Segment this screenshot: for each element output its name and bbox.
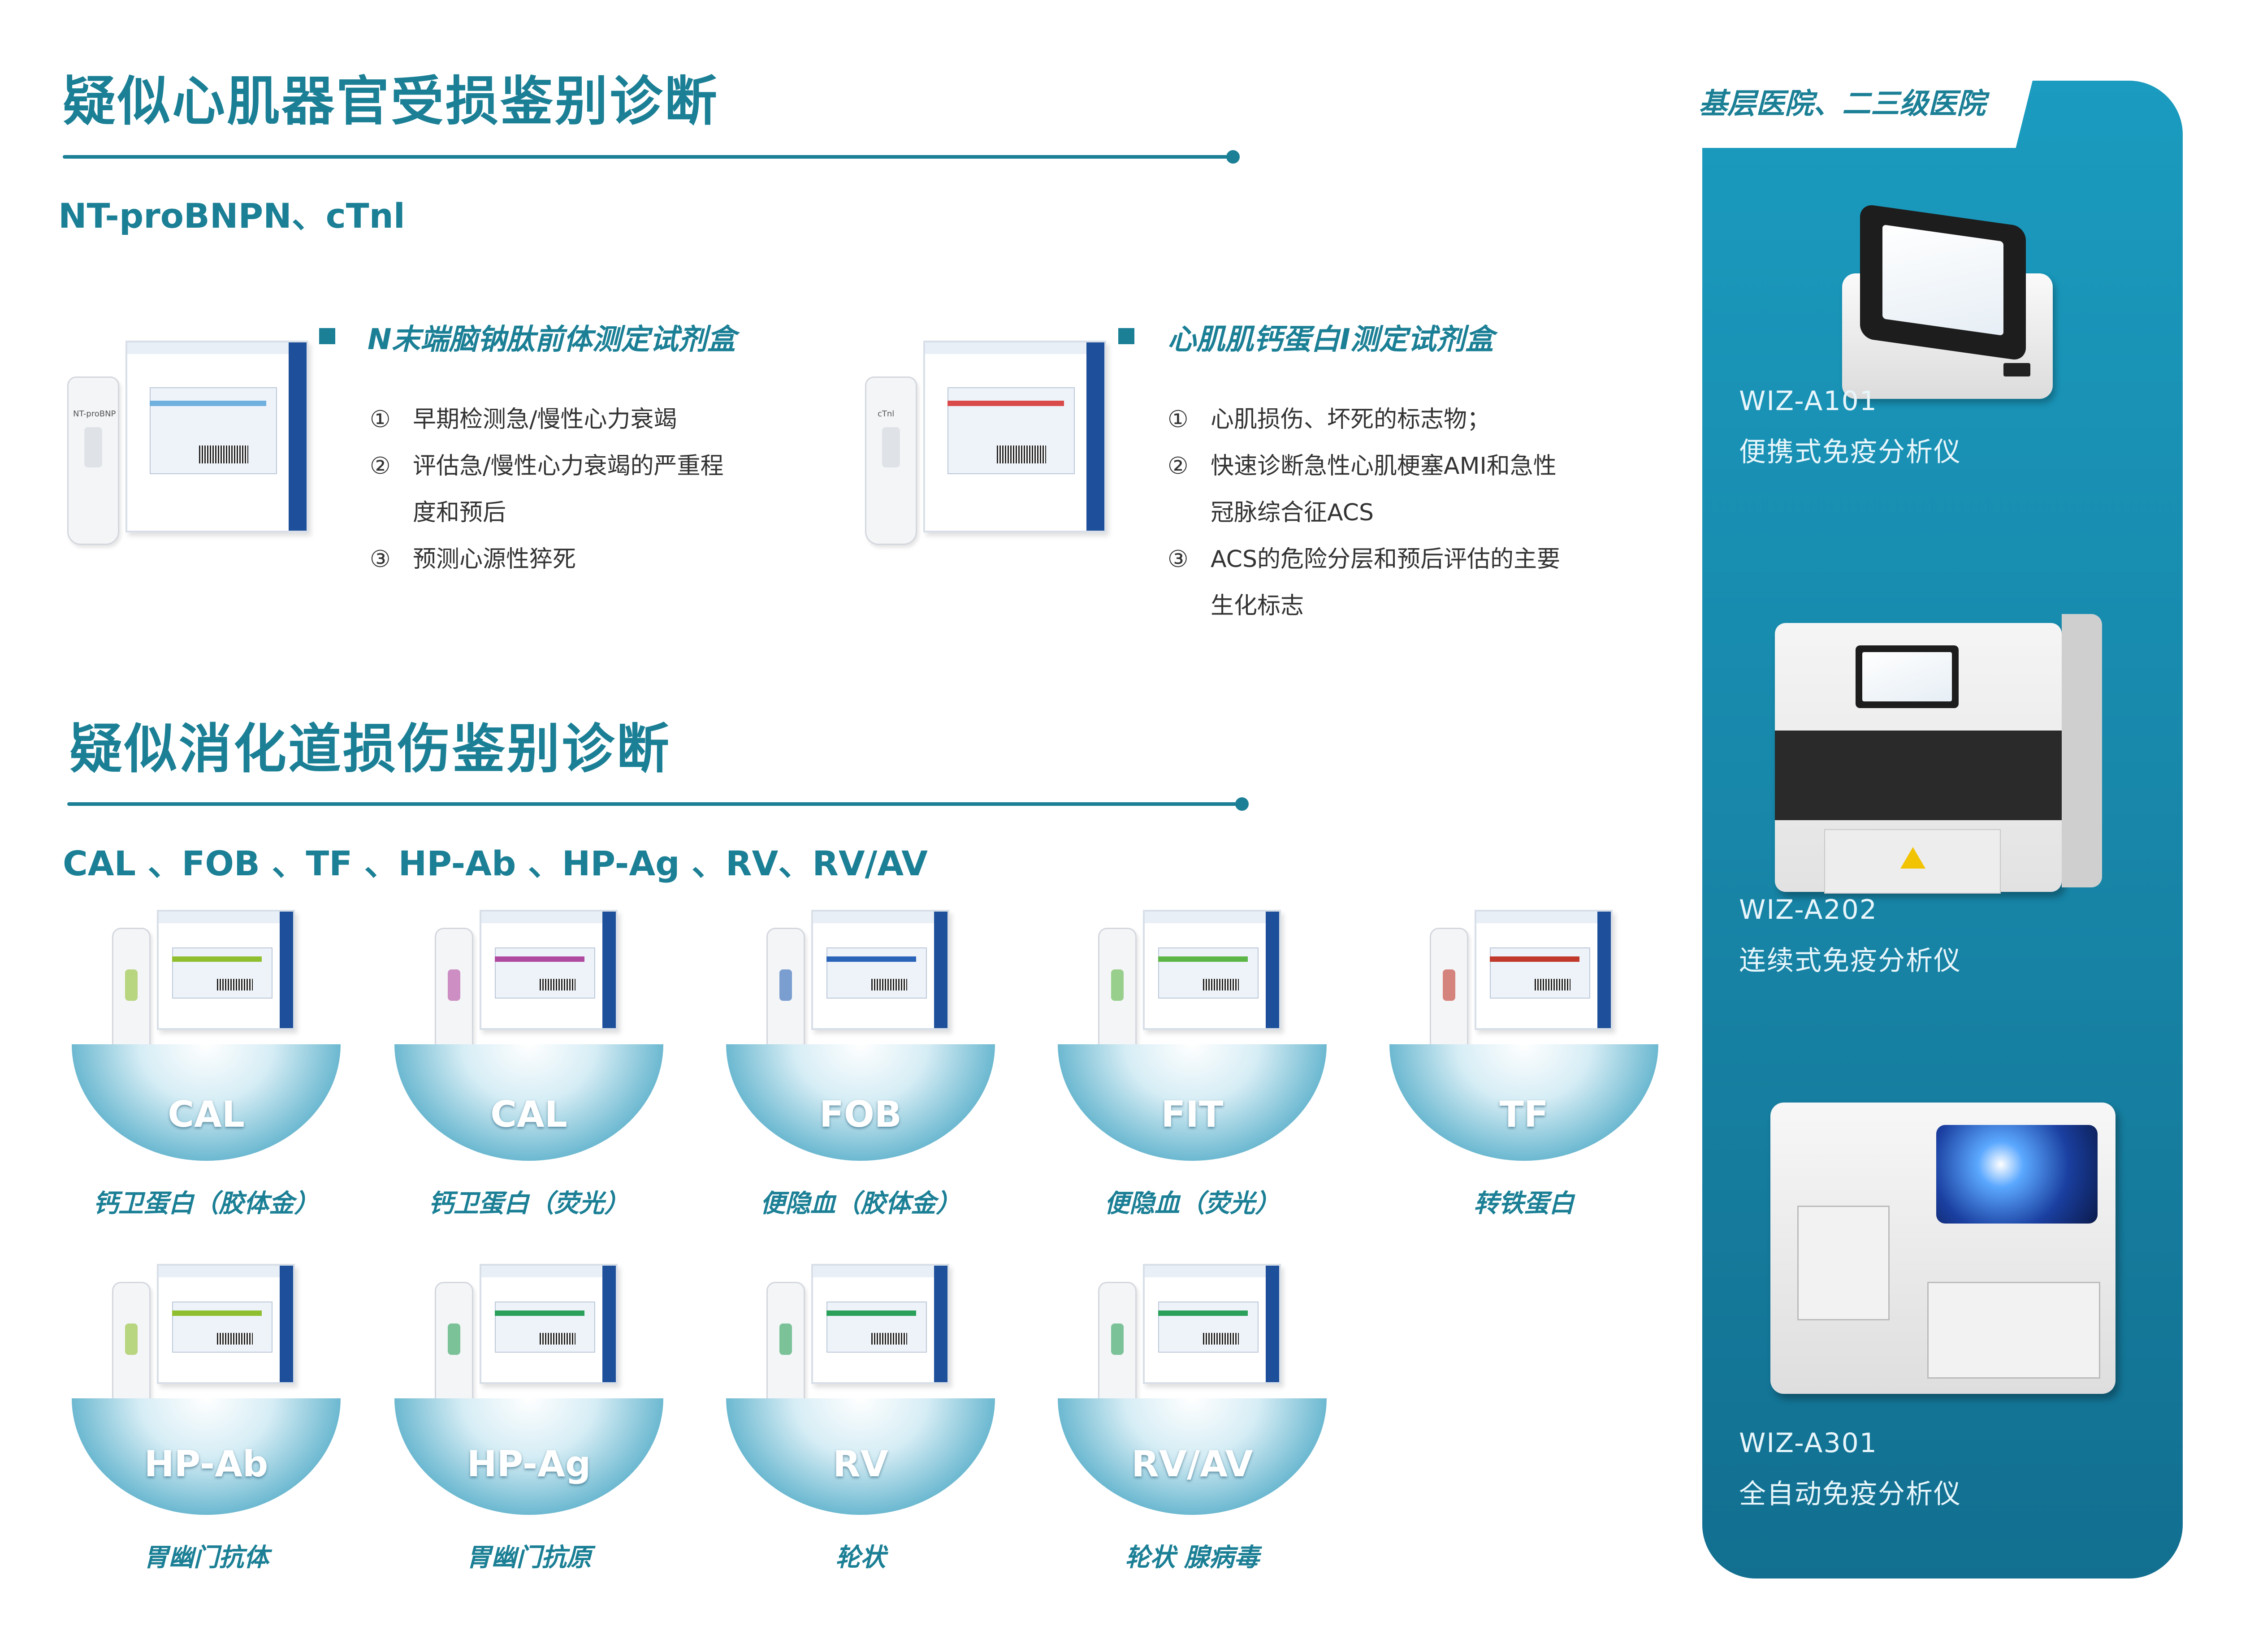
kit1-cassette-label: NT-proBNP — [73, 409, 116, 419]
product-code-label: CAL — [490, 1094, 567, 1135]
kit2-feature3-num: ③ — [1168, 546, 1189, 573]
product-caption: 钙卫蛋白（胶体金） — [93, 1189, 319, 1218]
product-code-label: RV/AV — [1131, 1443, 1253, 1485]
section1-title: 疑似心肌器官受损鉴别诊断 — [63, 70, 719, 132]
device-a301-desc: 全自动免疫分析仪 — [1739, 1479, 1961, 1510]
section1-rule — [63, 155, 1228, 159]
product-image — [435, 910, 623, 1062]
kit1-product-image: NT-proBNP — [67, 341, 309, 547]
device-a202-image — [1775, 596, 2107, 896]
product-image — [1430, 910, 1618, 1062]
device-a301-image — [1770, 1103, 2120, 1398]
product-caption: 钙卫蛋白（荧光） — [428, 1189, 629, 1218]
section2-rule — [67, 802, 1237, 806]
device-a202-hazard-icon — [1900, 847, 1925, 869]
kit2-cassette-label: cTnl — [878, 409, 895, 419]
kit1-feature2-num: ② — [370, 453, 391, 480]
section1-markers: NT-proBNPN、cTnl — [58, 196, 405, 236]
product-image — [1098, 1264, 1286, 1416]
device-a202-desc: 连续式免疫分析仪 — [1739, 945, 1961, 977]
product-caption: 胃幽门抗原 — [466, 1543, 592, 1572]
product-caption: 轮状 腺病毒 — [1125, 1543, 1259, 1572]
kit2-feature1-num: ① — [1168, 406, 1189, 433]
product-image — [112, 910, 300, 1062]
kit1-bullet-icon — [319, 328, 335, 344]
kit1-feature1-num: ① — [370, 406, 391, 433]
product-code-label: CAL — [168, 1094, 245, 1135]
product-caption: 胃幽门抗体 — [143, 1543, 269, 1572]
product-caption: 便隐血（胶体金） — [760, 1189, 961, 1218]
kit2-product-image: cTnl — [865, 341, 1107, 547]
kit2-feature2-text-cont: 冠脉综合征ACS — [1211, 499, 1374, 526]
kit2-title: 心肌肌钙蛋白I测定试剂盒 — [1168, 323, 1494, 356]
product-code-label: HP-Ag — [467, 1443, 591, 1485]
kit2-feature2-text: 快速诊断急性心肌梗塞AMI和急性 — [1211, 453, 1557, 480]
kit1-feature2-text-cont: 度和预后 — [413, 499, 506, 526]
section1-rule-dot — [1226, 150, 1240, 164]
product-image — [112, 1264, 300, 1416]
kit1-feature3-num: ③ — [370, 546, 391, 573]
kit1-title: N末端脑钠肽前体测定试剂盒 — [368, 323, 736, 356]
kit1-feature2-text: 评估急/慢性心力衰竭的严重程 — [413, 453, 724, 480]
product-caption: 转铁蛋白 — [1474, 1189, 1574, 1218]
kit2-bullet-icon — [1118, 328, 1134, 344]
kit2-features: ① 心肌损伤、坏死的标志物； ② 快速诊断急性心肌梗塞AMI和急性 冠脉综合征ACS… — [1168, 396, 1560, 629]
product-image — [435, 1264, 623, 1416]
section2-markers: CAL 、FOB 、TF 、HP-Ab 、HP-Ag 、RV、RV/AV — [63, 843, 928, 883]
product-code-label: HP-Ab — [144, 1443, 268, 1485]
product-image — [1098, 910, 1286, 1062]
kit1-feature1-text: 早期检测急/慢性心力衰竭 — [413, 406, 677, 433]
product-caption: 轮状 — [835, 1543, 886, 1572]
device-panel-tab-text: 基层医院、二三级医院 — [1699, 87, 1986, 121]
device-a202-model: WIZ-A202 — [1739, 894, 1878, 925]
product-image — [766, 1264, 955, 1416]
kit2-feature3-text: ACS的危险分层和预后评估的主要 — [1211, 546, 1560, 573]
kit2-feature1-text: 心肌损伤、坏死的标志物； — [1211, 406, 1491, 433]
product-code-label: TF — [1499, 1094, 1549, 1135]
kit1-feature3-text: 预测心源性猝死 — [413, 546, 576, 573]
product-caption: 便隐血（荧光） — [1104, 1189, 1280, 1218]
device-a101-model: WIZ-A101 — [1739, 385, 1878, 417]
device-a101-image — [1833, 203, 2057, 403]
section2-title: 疑似消化道损伤鉴别诊断 — [69, 718, 671, 780]
kit2-feature3-text-cont: 生化标志 — [1211, 592, 1304, 619]
product-code-label: FOB — [819, 1094, 902, 1135]
kit2-feature2-num: ② — [1168, 453, 1189, 480]
product-code-label: FIT — [1161, 1094, 1224, 1135]
device-a301-model: WIZ-A301 — [1739, 1427, 1878, 1459]
device-a101-desc: 便携式免疫分析仪 — [1739, 437, 1961, 468]
product-code-label: RV — [833, 1443, 888, 1485]
kit1-features: ① 早期检测急/慢性心力衰竭 ② 评估急/慢性心力衰竭的严重程 度和预后 ③ 预测心源… — [370, 396, 724, 583]
product-image — [766, 910, 955, 1062]
section2-rule-dot — [1235, 797, 1249, 811]
